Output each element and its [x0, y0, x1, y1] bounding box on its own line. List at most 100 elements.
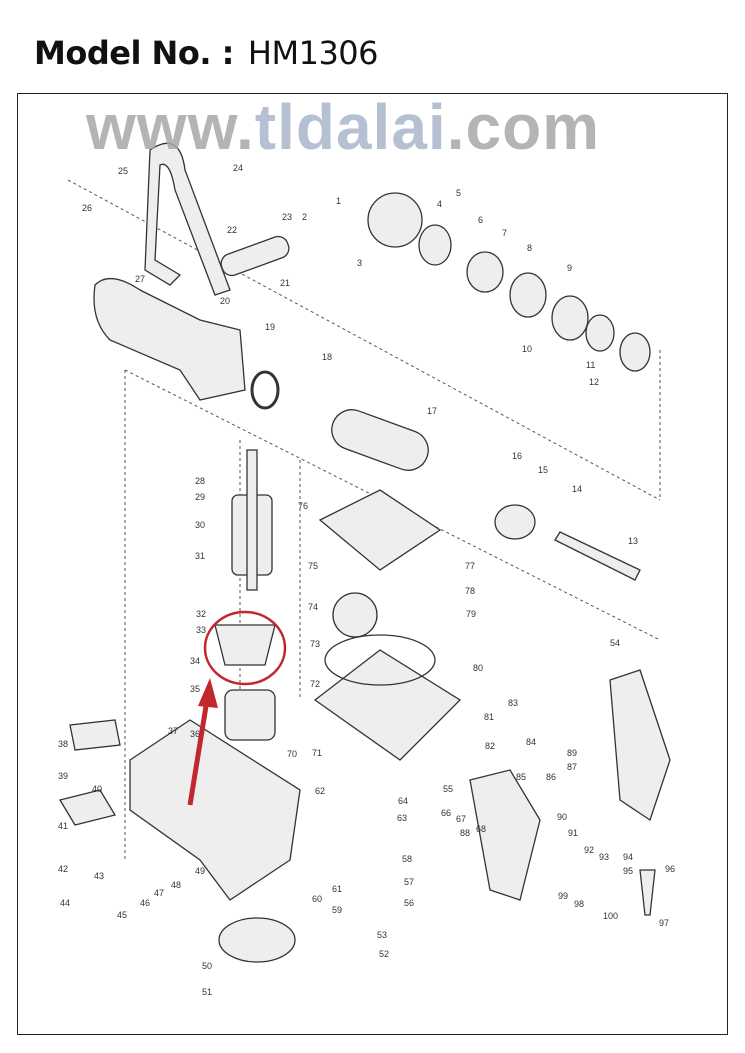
part-number-label: 50: [202, 961, 213, 971]
o-ring-18: [250, 370, 280, 410]
part-number-label: 60: [312, 894, 323, 904]
part-number-label: 6: [478, 215, 484, 225]
part-number-label: 67: [456, 814, 467, 824]
diagram-frame: [17, 93, 728, 1035]
gear-housing-71: [313, 649, 462, 761]
cover-75: [318, 489, 442, 571]
part-number-label: 92: [584, 845, 595, 855]
part-number-label: 35: [190, 684, 201, 694]
ring-6: [418, 224, 452, 266]
part-number-label: 99: [558, 891, 569, 901]
part-number-label: 5: [456, 188, 462, 198]
part-number-label: 4: [437, 199, 443, 209]
model-label: Model No. :: [34, 34, 234, 72]
part-number-label: 16: [512, 451, 523, 461]
part-number-label: 44: [60, 898, 71, 908]
part-number-label: 27: [135, 274, 146, 284]
part-number-label: 3: [357, 258, 363, 268]
part-number-label: 88: [460, 828, 471, 838]
part-number-label: 40: [92, 784, 103, 794]
part-number-label: 32: [196, 609, 207, 619]
part-number-label: 77: [465, 561, 476, 571]
part-number-label: 47: [154, 888, 165, 898]
grip-roller: [220, 235, 290, 277]
ring-12: [619, 332, 651, 372]
part-number-label: 14: [572, 484, 583, 494]
field-35: [224, 689, 276, 741]
part-number-label: 55: [443, 784, 454, 794]
part-number-label: 20: [220, 296, 231, 306]
handle-96-side: [469, 769, 541, 901]
part-number-label: 9: [567, 263, 573, 273]
part-number-label: 78: [465, 586, 476, 596]
part-number-label: 66: [441, 808, 452, 818]
sleeve-10: [551, 295, 589, 341]
part-number-label: 68: [476, 824, 487, 834]
part-number-label: 58: [402, 854, 413, 864]
part-number-label: 73: [310, 639, 321, 649]
part-number-label: 86: [546, 772, 557, 782]
grip-96: [639, 869, 656, 916]
ring-8: [466, 251, 504, 293]
part-number-label: 87: [567, 762, 578, 772]
part-number-label: 97: [659, 918, 670, 928]
armature-shaft: [246, 449, 258, 591]
part-number-label: 51: [202, 987, 213, 997]
part-number-label: 28: [195, 476, 206, 486]
part-number-label: 54: [610, 638, 621, 648]
part-number-label: 49: [195, 866, 206, 876]
part-number-label: 79: [466, 609, 477, 619]
part-number-label: 84: [526, 737, 537, 747]
base-plate-50: [218, 917, 296, 963]
cylinder-17: [331, 409, 429, 471]
part-number-label: 24: [233, 163, 244, 173]
part-number-label: 81: [484, 712, 495, 722]
gasket-72: [324, 634, 436, 686]
baffle-33: [214, 624, 276, 666]
watermark-suffix: .com: [446, 91, 601, 163]
part-number-label: 31: [195, 551, 206, 561]
watermark-middle: tldalai: [254, 91, 447, 163]
part-number-label: 18: [322, 352, 333, 362]
part-number-label: 17: [427, 406, 438, 416]
model-number: HM1306: [247, 34, 379, 72]
part-number-label: 7: [502, 228, 508, 238]
part-number-label: 41: [58, 821, 69, 831]
part-number-label: 23: [282, 212, 293, 222]
part-number-label: 57: [404, 877, 415, 887]
part-number-label: 82: [485, 741, 496, 751]
part-number-label: 89: [567, 748, 578, 758]
model-title: Model No. : HM1306: [34, 34, 379, 72]
part-number-label: 48: [171, 880, 182, 890]
part-number-label: 33: [196, 625, 207, 635]
part-number-label: 72: [310, 679, 321, 689]
part-number-label: 83: [508, 698, 519, 708]
part-number-label: 13: [628, 536, 639, 546]
part-number-label: 8: [527, 243, 533, 253]
part-number-label: 52: [379, 949, 390, 959]
part-number-label: 43: [94, 871, 105, 881]
part-number-label: 46: [140, 898, 151, 908]
part-number-label: 11: [586, 360, 596, 370]
plate-38: [69, 719, 121, 751]
part-number-label: 61: [332, 884, 343, 894]
part-number-label: 56: [404, 898, 415, 908]
part-number-label: 59: [332, 905, 343, 915]
part-number-label: 63: [397, 813, 408, 823]
part-number-label: 1: [336, 196, 342, 206]
gasket-41: [58, 789, 117, 826]
part-number-label: 25: [118, 166, 129, 176]
part-number-label: 37: [168, 726, 179, 736]
sleeve-9: [509, 272, 547, 318]
part-number-label: 29: [195, 492, 206, 502]
gear-73: [332, 592, 378, 638]
housing: [129, 719, 301, 901]
handle-83: [609, 669, 671, 822]
ring-11: [585, 314, 615, 352]
part-number-label: 21: [280, 278, 291, 288]
highlight-arrow: [187, 678, 218, 806]
part-number-label: 53: [377, 930, 388, 940]
part-number-label: 10: [522, 344, 533, 354]
handle-strap: [144, 142, 231, 296]
